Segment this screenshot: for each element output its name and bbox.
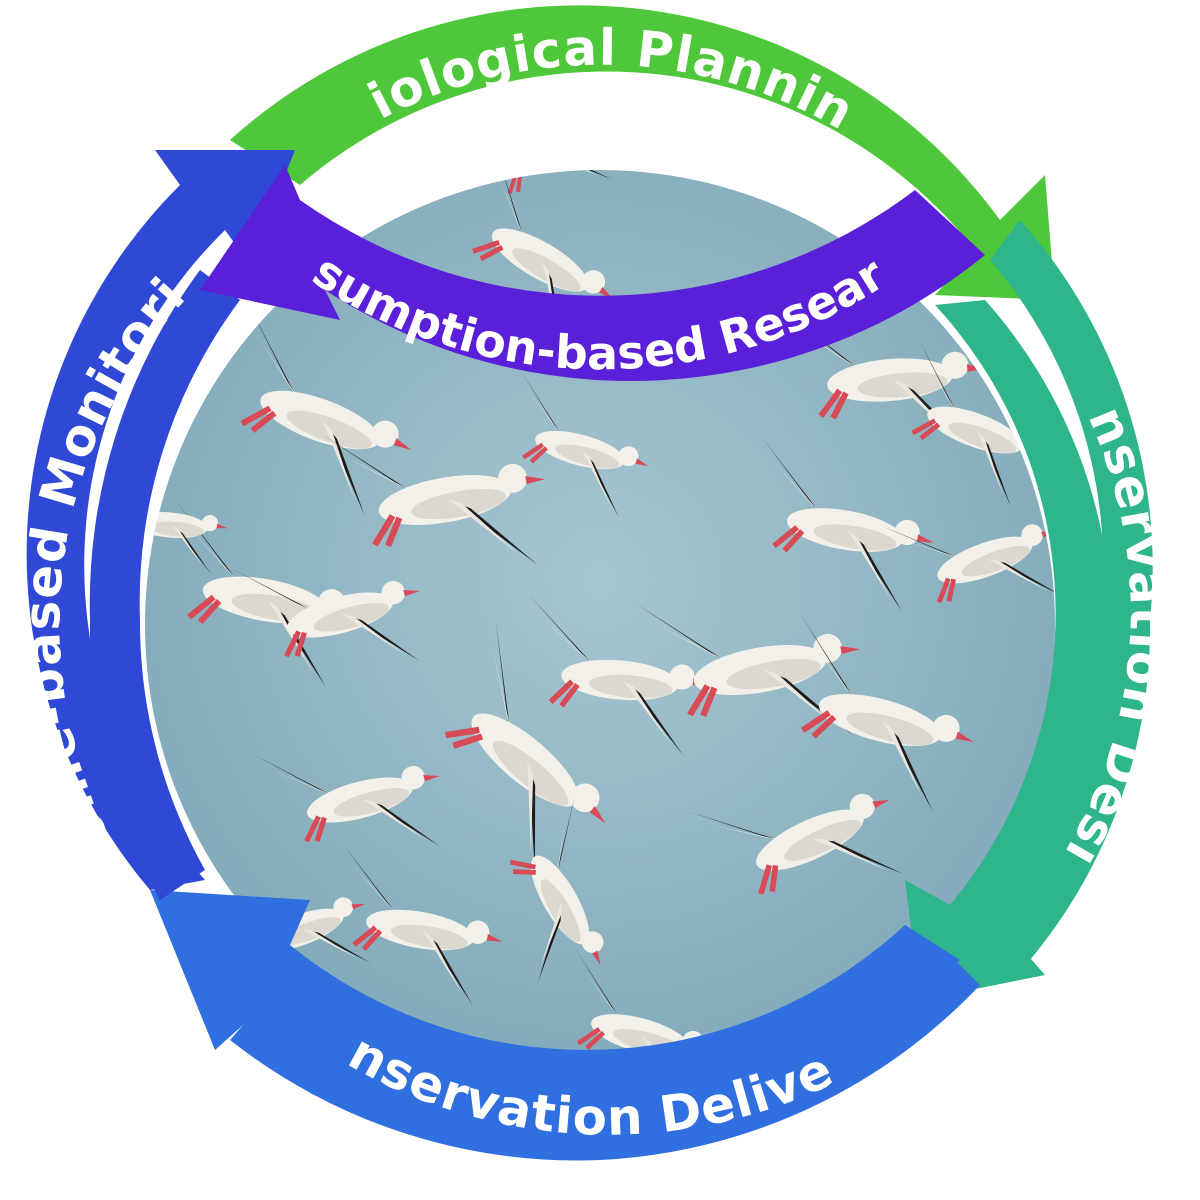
conservation-design-arrow [905,220,1153,1000]
biological-planning-arrow [230,5,1055,301]
outcome-based-monitoring-arrow [26,150,295,900]
geese-photo [145,170,1055,1080]
label-biological-planning: Biological Planning [0,0,864,141]
assumption-based-research-arrow [200,165,985,382]
conservation-delivery-arrow [150,890,980,1161]
